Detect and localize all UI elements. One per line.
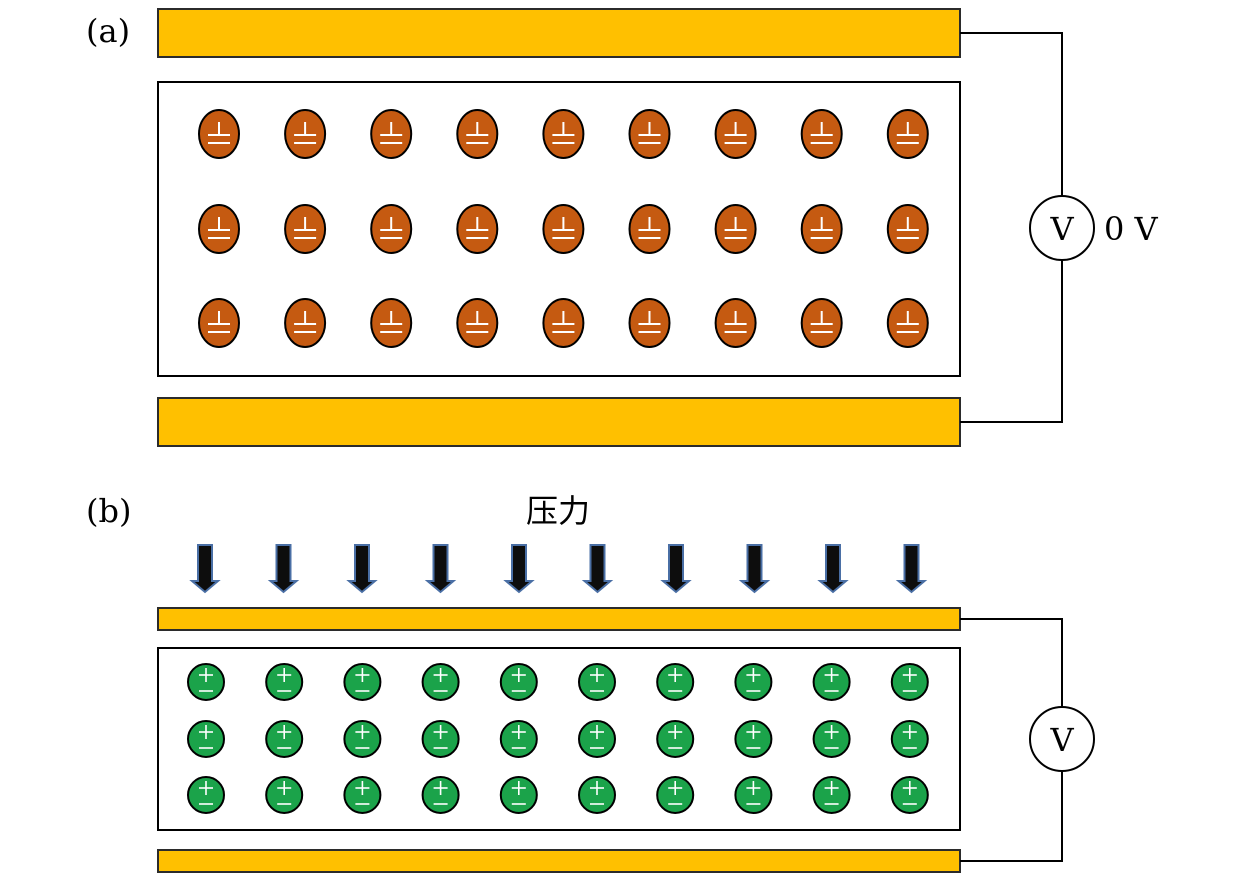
polarized-particle	[499, 776, 538, 814]
neutral-particle	[800, 109, 843, 159]
bottom-electrode	[157, 397, 961, 447]
neutral-particle	[284, 298, 327, 348]
neutral-particle	[542, 204, 585, 254]
neutral-particle	[284, 204, 327, 254]
polarized-particle	[812, 663, 851, 701]
neutral-particle	[800, 204, 843, 254]
neutral-particle	[370, 204, 413, 254]
down-arrow-icon	[660, 544, 692, 594]
down-arrow-icon	[503, 544, 535, 594]
down-arrow-icon	[424, 544, 457, 594]
neutral-particle	[628, 298, 671, 348]
polarized-particle	[343, 776, 382, 814]
down-arrow-icon	[581, 544, 614, 594]
polarized-particle	[578, 720, 616, 758]
voltmeter: V	[1029, 195, 1095, 261]
voltmeter-symbol: V	[1049, 721, 1074, 759]
down-arrow-icon	[738, 544, 771, 594]
voltmeter-circle	[1029, 706, 1095, 772]
down-arrow-icon	[189, 544, 221, 594]
neutral-particle	[456, 298, 499, 348]
polarized-particle	[578, 663, 616, 701]
neutral-particle	[456, 109, 499, 159]
particle-grid	[187, 663, 929, 814]
neutral-particle	[886, 109, 929, 159]
panel-b: (b) 压力 V	[86, 492, 1095, 873]
polarized-particle	[812, 720, 851, 758]
down-arrow-icon	[346, 544, 378, 594]
top-electrode	[157, 607, 961, 631]
polarized-particle	[421, 776, 460, 814]
bottom-electrode	[157, 849, 961, 873]
neutral-particle	[628, 204, 671, 254]
polarized-particle	[890, 720, 929, 758]
polarized-particle	[656, 776, 695, 814]
polarized-particle	[812, 776, 851, 814]
polarized-particle	[734, 776, 773, 814]
neutral-particle	[198, 109, 240, 159]
force-label: 压力	[526, 492, 590, 530]
circuit-wire	[960, 618, 1063, 862]
polarized-particle	[421, 663, 460, 701]
pressure-arrows	[189, 544, 928, 594]
neutral-particle	[714, 204, 757, 254]
top-electrode	[157, 8, 961, 58]
panel-a: (a) V 0 V	[86, 8, 1159, 447]
neutral-particle	[542, 298, 585, 348]
polarized-particle	[656, 720, 695, 758]
polarized-particle	[343, 720, 382, 758]
neutral-particle	[456, 204, 499, 254]
neutral-particle	[370, 109, 413, 159]
neutral-particle	[284, 109, 327, 159]
polarized-particle	[187, 776, 225, 814]
panel-a-label: (a)	[86, 12, 130, 50]
neutral-particle	[886, 204, 929, 254]
polarized-particle	[578, 776, 616, 814]
voltmeter: V	[1029, 706, 1095, 772]
polarized-particle	[265, 776, 304, 814]
panel-b-label: (b)	[86, 492, 131, 530]
neutral-particle	[714, 298, 757, 348]
polarized-particle	[265, 720, 304, 758]
down-arrow-icon	[895, 544, 928, 594]
polarized-particle	[499, 720, 538, 758]
voltmeter-symbol: V	[1049, 210, 1074, 248]
neutral-particle	[542, 109, 585, 159]
neutral-particle	[714, 109, 757, 159]
particle-grid	[198, 109, 929, 348]
neutral-particle	[198, 298, 240, 348]
polarized-particle	[890, 663, 929, 701]
neutral-particle	[628, 109, 671, 159]
neutral-particle	[198, 204, 240, 254]
polarized-particle	[265, 663, 304, 701]
polarized-particle	[499, 663, 538, 701]
polarized-particle	[656, 663, 695, 701]
down-arrow-icon	[267, 544, 300, 594]
neutral-particle	[370, 298, 413, 348]
down-arrow-icon	[817, 544, 849, 594]
neutral-particle	[800, 298, 843, 348]
neutral-particle	[886, 298, 929, 348]
polarized-particle	[421, 720, 460, 758]
polarized-particle	[734, 720, 773, 758]
polarized-particle	[187, 720, 225, 758]
circuit-wire	[960, 32, 1063, 423]
polarized-particle	[734, 663, 773, 701]
polarized-particle	[890, 776, 929, 814]
voltmeter-circle	[1029, 195, 1095, 261]
polarized-particle	[343, 663, 382, 701]
voltage-reading: 0 V	[1104, 210, 1159, 248]
polarized-particle	[187, 663, 225, 701]
